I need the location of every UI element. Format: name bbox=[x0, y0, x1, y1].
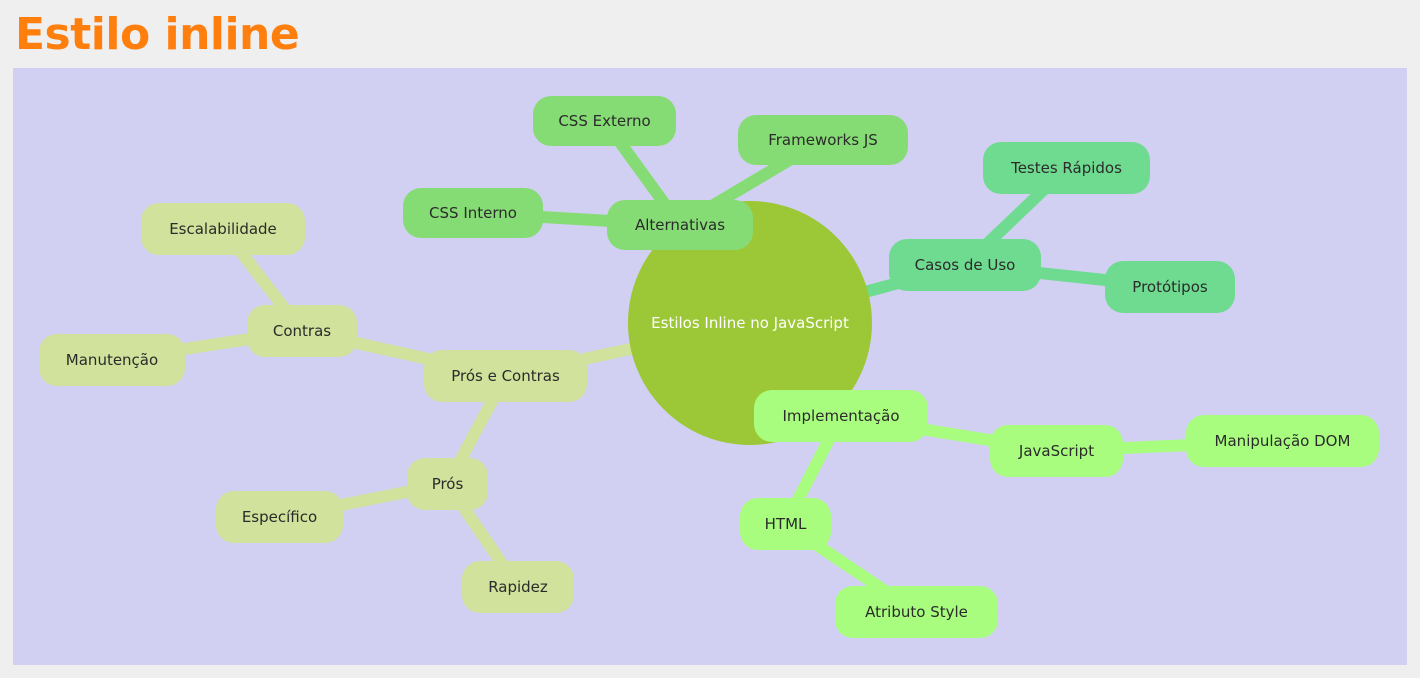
node-css-externo-label: CSS Externo bbox=[558, 112, 650, 130]
node-atributo-style-shape bbox=[835, 586, 998, 638]
node-css-interno-shape bbox=[403, 188, 543, 238]
node-escalabilidade[interactable]: Escalabilidade bbox=[141, 203, 305, 255]
node-especifico-shape bbox=[216, 491, 343, 543]
node-casos-de-uso-shape bbox=[889, 239, 1041, 291]
node-css-interno-label: CSS Interno bbox=[429, 204, 517, 222]
node-rapidez-shape bbox=[462, 561, 574, 613]
node-contras-shape bbox=[247, 305, 357, 357]
node-css-externo-shape bbox=[533, 96, 676, 146]
node-rapidez[interactable]: Rapidez bbox=[462, 561, 574, 613]
page-title: Estilo inline bbox=[15, 9, 300, 60]
node-javascript[interactable]: JavaScript bbox=[990, 425, 1123, 477]
node-especifico[interactable]: Específico bbox=[216, 491, 343, 543]
node-atributo-style[interactable]: Atributo Style bbox=[835, 586, 998, 638]
node-manipulacao-dom-label: Manipulação DOM bbox=[1215, 432, 1351, 450]
node-escalabilidade-shape bbox=[141, 203, 305, 255]
node-manutencao-shape bbox=[39, 334, 185, 386]
node-rapidez-label: Rapidez bbox=[488, 578, 548, 596]
root-node-label: Estilos Inline no JavaScript bbox=[651, 314, 849, 332]
node-atributo-style-label: Atributo Style bbox=[865, 603, 968, 621]
node-casos-de-uso-label: Casos de Uso bbox=[915, 256, 1016, 274]
node-implementacao-shape bbox=[754, 390, 928, 442]
node-root[interactable]: Estilos Inline no JavaScript bbox=[628, 201, 872, 445]
node-pros-e-contras-shape bbox=[424, 350, 587, 402]
node-frameworks-js-label: Frameworks JS bbox=[768, 131, 878, 149]
node-manutencao[interactable]: Manutenção bbox=[39, 334, 185, 386]
node-testes-rapidos[interactable]: Testes Rápidos bbox=[983, 142, 1150, 194]
node-implementacao[interactable]: Implementação bbox=[754, 390, 928, 442]
node-javascript-label: JavaScript bbox=[1018, 442, 1094, 460]
node-pros-e-contras-label: Prós e Contras bbox=[451, 367, 560, 385]
node-html-label: HTML bbox=[765, 515, 807, 533]
node-alternativas-shape bbox=[607, 200, 753, 250]
node-implementacao-label: Implementação bbox=[783, 407, 900, 425]
node-javascript-shape bbox=[990, 425, 1123, 477]
node-manipulacao-dom[interactable]: Manipulação DOM bbox=[1186, 415, 1379, 467]
node-contras-label: Contras bbox=[273, 322, 331, 340]
node-html-shape bbox=[740, 498, 831, 550]
node-contras[interactable]: Contras bbox=[247, 305, 357, 357]
node-casos-de-uso[interactable]: Casos de Uso bbox=[889, 239, 1041, 291]
node-pros-shape bbox=[407, 458, 488, 510]
node-alternativas[interactable]: Alternativas bbox=[607, 200, 753, 250]
node-escalabilidade-label: Escalabilidade bbox=[169, 220, 277, 238]
node-especifico-label: Específico bbox=[242, 508, 317, 526]
mindmap-diagram: Estilos Inline no JavaScript Alternativas… bbox=[13, 68, 1407, 665]
node-testes-rapidos-shape bbox=[983, 142, 1150, 194]
node-css-interno[interactable]: CSS Interno bbox=[403, 188, 543, 238]
node-pros-label: Prós bbox=[432, 475, 464, 493]
node-frameworks-js-shape bbox=[738, 115, 908, 165]
node-prototipos-label: Protótipos bbox=[1132, 278, 1208, 296]
mindmap-canvas: Estilos Inline no JavaScript Alternativas… bbox=[13, 68, 1407, 665]
node-manutencao-label: Manutenção bbox=[66, 351, 158, 369]
node-css-externo[interactable]: CSS Externo bbox=[533, 96, 676, 146]
node-testes-rapidos-label: Testes Rápidos bbox=[1010, 159, 1122, 177]
node-manipulacao-dom-shape bbox=[1186, 415, 1379, 467]
node-alternativas-label: Alternativas bbox=[635, 216, 725, 234]
node-frameworks-js[interactable]: Frameworks JS bbox=[738, 115, 908, 165]
node-prototipos[interactable]: Protótipos bbox=[1105, 261, 1235, 313]
node-prototipos-shape bbox=[1105, 261, 1235, 313]
root-node-shape bbox=[628, 201, 872, 445]
node-pros[interactable]: Prós bbox=[407, 458, 488, 510]
node-pros-e-contras[interactable]: Prós e Contras bbox=[424, 350, 587, 402]
node-html[interactable]: HTML bbox=[740, 498, 831, 550]
